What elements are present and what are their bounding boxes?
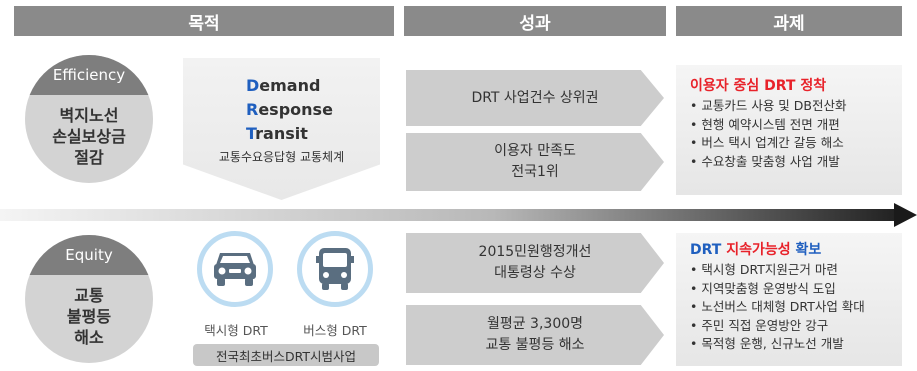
header-results: 성과 xyxy=(404,6,666,36)
efficiency-text: 벽지노선 손실보상금 절감 xyxy=(52,106,126,167)
outcome-equity: 월평균 3,300명 교통 불평등 해소 xyxy=(406,305,664,365)
task-item: • 목적형 운행, 신규노선 개발 xyxy=(690,336,844,351)
bus-drt-circle xyxy=(297,231,373,307)
task-item: • 교통카드 사용 및 DB전산화 xyxy=(690,98,847,113)
task-item: • 택시형 DRT지원근거 마련 xyxy=(690,262,838,277)
equity-label: Equity xyxy=(25,235,153,275)
task-item: • 지역맞춤형 운영방식 도입 xyxy=(690,280,836,296)
header-purpose: 목적 xyxy=(14,6,394,36)
bus-icon xyxy=(316,248,354,290)
outcome-award: 2015민원행정개선 대통령상 수상 xyxy=(406,233,664,293)
taxi-drt-circle xyxy=(197,231,273,307)
drt-subtitle: 교통수요응답형 교통체계 xyxy=(218,150,345,164)
outcome-ranking: DRT 사업건수 상위권 xyxy=(406,70,664,126)
task-title-sustainability: DRT 지속가능성 확보 xyxy=(690,242,822,258)
drt-acronym: Demand Response Transit xyxy=(183,58,380,146)
drt-panel: Demand Response Transit 교통수요응답형 교통체계 xyxy=(183,58,380,200)
car-icon xyxy=(214,253,256,286)
outcome-satisfaction: 이용자 만족도 전국1위 xyxy=(406,133,664,191)
task-item: • 버스 택시 업계간 갈등 해소 xyxy=(690,135,844,150)
bus-drt-label: 버스형 DRT xyxy=(303,323,367,338)
drt-transit: Transit xyxy=(246,124,308,143)
drt-response: Response xyxy=(246,100,333,119)
task-item: • 수요창출 맞춤형 사업 개발 xyxy=(690,153,840,169)
taxi-drt-label: 택시형 DRT xyxy=(204,323,268,338)
drt-demand: Demand xyxy=(246,76,321,95)
equity-circle: Equity 교통 불평등 해소 xyxy=(25,235,153,363)
pilot-program-badge: 전국최초버스DRT시범사업 xyxy=(193,344,379,366)
equity-text: 교통 불평등 해소 xyxy=(66,286,112,347)
task-item: • 주민 직접 운영방안 강구 xyxy=(690,317,829,333)
task-box-sustainability: DRT 지속가능성 확보 • 택시형 DRT지원근거 마련 • 지역맞춤형 운영… xyxy=(676,233,902,366)
task-item: • 현행 예약시스템 전면 개편 xyxy=(690,116,840,132)
efficiency-label: Efficiency xyxy=(25,55,153,95)
header-tasks: 과제 xyxy=(676,6,902,36)
efficiency-circle: Efficiency 벽지노선 손실보상금 절감 xyxy=(25,55,153,183)
task-title-user-centric: 이용자 중심 DRT 정착 xyxy=(690,78,827,94)
task-item: • 노선버스 대체형 DRT사업 확대 xyxy=(690,299,865,314)
task-box-user-centric: 이용자 중심 DRT 정착 • 교통카드 사용 및 DB전산화 • 현행 예약시… xyxy=(676,65,902,195)
timeline-arrow xyxy=(0,203,917,227)
